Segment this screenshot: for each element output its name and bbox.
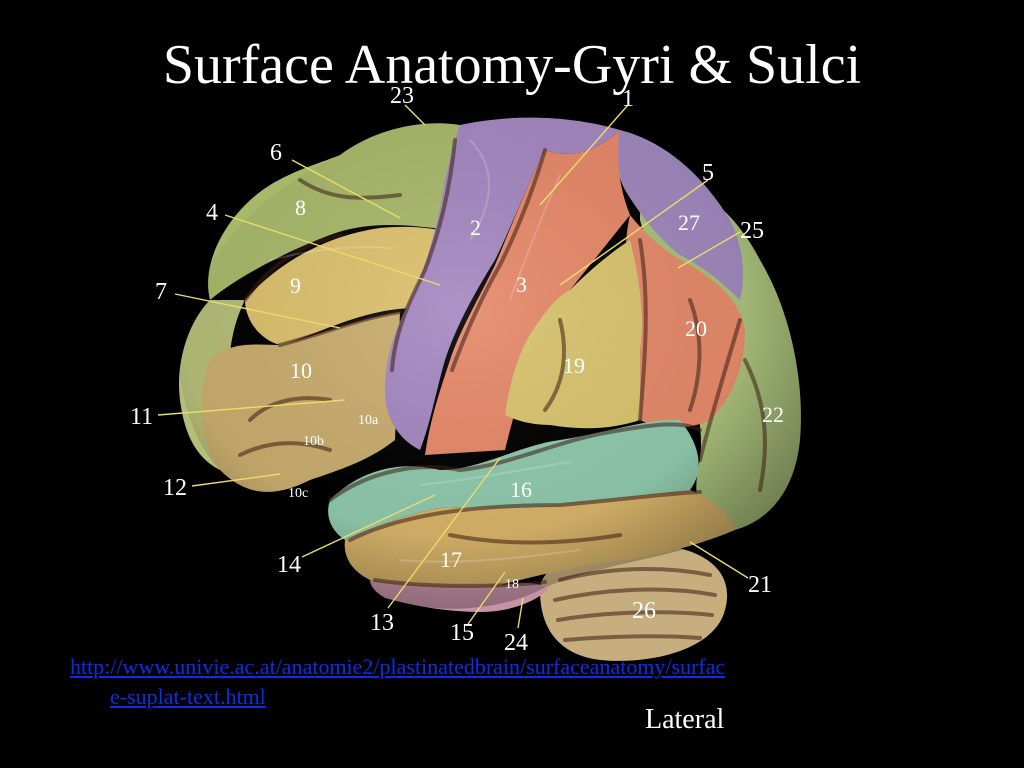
source-link-line2[interactable]: e-suplat-text.html bbox=[110, 684, 266, 709]
label-24: 24 bbox=[504, 630, 528, 656]
gyrus-highlight bbox=[469, 139, 490, 241]
view-caption: Lateral bbox=[645, 704, 725, 735]
leader-7 bbox=[174, 293, 341, 329]
outer-labels: 23 1 6 5 4 25 7 11 12 14 13 15 24 21 bbox=[130, 83, 772, 656]
label-16: 16 bbox=[510, 477, 532, 502]
label-18: 18 bbox=[505, 577, 519, 592]
parieto-occipital-line bbox=[698, 318, 742, 462]
postcentral-sulcus-line bbox=[450, 148, 547, 372]
label-8: 8 bbox=[295, 195, 306, 220]
fold-19 bbox=[543, 318, 567, 412]
label-15: 15 bbox=[450, 620, 474, 646]
source-link-line1[interactable]: http://www.univie.ac.at/anatomie2/plasti… bbox=[70, 654, 726, 679]
leader-23 bbox=[404, 104, 426, 126]
label-21: 21 bbox=[748, 572, 772, 598]
label-25: 25 bbox=[740, 218, 764, 244]
label-13: 13 bbox=[370, 610, 394, 636]
fold-17 bbox=[448, 533, 622, 545]
cerebral-hemisphere bbox=[179, 112, 804, 612]
cerebellum-fold bbox=[563, 634, 702, 642]
label-17: 17 bbox=[440, 547, 462, 572]
label-23: 23 bbox=[390, 83, 414, 109]
leader-24 bbox=[517, 597, 524, 629]
fold-10c bbox=[238, 441, 332, 457]
source-link[interactable]: http://www.univie.ac.at/anatomie2/plasti… bbox=[70, 652, 920, 712]
label-6: 6 bbox=[270, 140, 282, 166]
leader-5 bbox=[559, 179, 709, 286]
superior-temporal-sulcus-line bbox=[348, 490, 702, 542]
inferior-frontal-sulcus-line bbox=[278, 310, 402, 347]
label-26: 26 bbox=[632, 598, 656, 624]
cerebellum-fold bbox=[556, 610, 714, 622]
leader-lines bbox=[157, 104, 749, 629]
label-10a: 10a bbox=[358, 413, 379, 428]
source-link-anchor[interactable]: http://www.univie.ac.at/anatomie2/plasti… bbox=[70, 654, 920, 712]
intraparietal-sulcus-line bbox=[638, 238, 648, 422]
label-5: 5 bbox=[702, 160, 714, 186]
leader-14 bbox=[301, 494, 436, 558]
gyrus-highlight bbox=[399, 549, 581, 563]
leader-25 bbox=[677, 231, 741, 269]
fold-20 bbox=[688, 298, 702, 412]
label-12: 12 bbox=[163, 475, 187, 501]
leader-6 bbox=[291, 159, 401, 219]
label-7: 7 bbox=[155, 279, 167, 305]
leader-11 bbox=[157, 399, 346, 416]
fold-10b bbox=[248, 396, 332, 422]
label-10b: 10b bbox=[303, 434, 324, 449]
superior-frontal-sulcus-line bbox=[243, 233, 342, 302]
lateral-sulcus-line bbox=[328, 422, 702, 502]
central-sulcus-line bbox=[390, 138, 457, 372]
cerebellum-fold bbox=[553, 587, 717, 602]
label-20: 20 bbox=[685, 316, 707, 341]
gyrus-highlight bbox=[419, 461, 571, 486]
leader-15 bbox=[467, 571, 506, 625]
label-27: 27 bbox=[678, 210, 700, 235]
slide-title: Surface Anatomy-Gyri & Sulci bbox=[162, 34, 862, 96]
label-10c: 10c bbox=[288, 486, 308, 501]
label-1: 1 bbox=[622, 86, 634, 112]
label-4: 4 bbox=[206, 200, 218, 226]
leader-21 bbox=[689, 541, 749, 579]
leader-13 bbox=[387, 457, 501, 609]
label-22: 22 bbox=[762, 402, 784, 427]
region-labels: 8 2 27 9 3 20 10 19 22 10a 10b 10c 16 17… bbox=[288, 195, 784, 624]
label-2: 2 bbox=[470, 215, 481, 240]
label-9: 9 bbox=[290, 273, 301, 298]
cerebellum bbox=[540, 544, 728, 661]
label-10: 10 bbox=[290, 358, 312, 383]
label-11: 11 bbox=[130, 404, 153, 430]
label-14: 14 bbox=[277, 552, 301, 578]
fold-8 bbox=[298, 178, 402, 200]
label-3: 3 bbox=[516, 272, 527, 297]
leader-1 bbox=[539, 104, 629, 206]
fold-22 bbox=[743, 358, 767, 492]
leader-12 bbox=[191, 473, 281, 487]
label-19: 19 bbox=[563, 353, 585, 378]
inferior-temporal-sulcus-line bbox=[373, 578, 547, 588]
leader-4 bbox=[224, 214, 441, 286]
